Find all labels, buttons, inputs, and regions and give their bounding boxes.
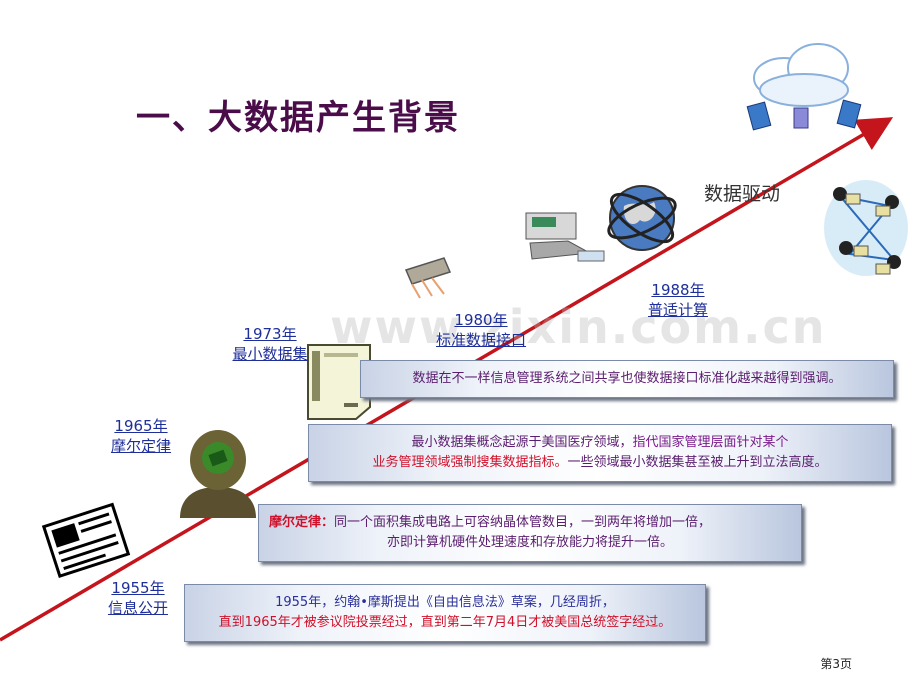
interface-description-box: 数据在不一样信息管理系统之间共享也使数据接口标准化越来越得到强调。 [360,360,894,398]
dataset-text: 业务管理领域强制搜集数据指标。 [372,455,568,470]
globe-network-icon [607,185,677,251]
cloud-computing-icon [746,43,862,131]
connector-icon [404,257,452,299]
moore-text: 同一个面积集成电路上可容纳晶体管数目，一到两年将增加一倍， [334,515,712,530]
page-number: 第3页 [820,657,852,671]
document-icon [307,344,371,420]
card-reader-icon [525,212,605,262]
interface-text: 数据在不一样信息管理系统之间共享也使数据接口标准化越来越得到强调。 [412,371,842,386]
milestone-1965[interactable]: 1965年 摩尔定律 [100,416,182,456]
milestone-label[interactable]: 普适计算 [647,301,708,319]
milestone-1988[interactable]: 1988年 普适计算 [636,280,720,320]
milestone-year[interactable]: 1973年 [243,325,297,343]
foia-text: 1955年，约翰•摩斯提出《自由信息法》草案，几经周折， [275,595,615,610]
milestone-year[interactable]: 1965年 [114,417,168,435]
milestone-label[interactable]: 信息公开 [107,599,168,617]
dataset-text: 一些领域最小数据集甚至被上升到立法高度。 [567,455,828,470]
page-title: 一、大数据产生背景 [136,98,460,138]
newspaper-icon [41,502,131,579]
milestone-year[interactable]: 1955年 [111,579,165,597]
milestone-year[interactable]: 1980年 [454,311,508,329]
foia-description-box: 1955年，约翰•摩斯提出《自由信息法》草案，几经周折， 直到1965年才被参议… [184,584,706,642]
milestone-1973[interactable]: 1973年 最小数据集 [222,324,318,364]
moore-description-box: 摩尔定律：同一个面积集成电路上可容纳晶体管数目，一到两年将增加一倍， 亦即计算机… [258,504,802,562]
milestone-label[interactable]: 摩尔定律 [110,437,171,455]
dataset-text: 指代国家管理层面针对某个 [632,435,789,450]
thinker-head-icon [180,430,256,518]
foia-text: 直到1965年才被参议院投票经过，直到第二年7月4日才被美国总统签字经过。 [218,615,672,630]
milestone-year[interactable]: 1988年 [651,281,705,299]
dataset-text: 最小数据集概念起源于美国医疗领域， [411,435,633,450]
milestone-label[interactable]: 标准数据接口 [435,331,526,349]
data-driven-label: 数据驱动 [704,183,781,205]
moore-text: 亦即计算机硬件处理速度和存放能力将提升一倍。 [386,535,673,550]
moore-law-label: 摩尔定律： [269,515,335,530]
milestone-label[interactable]: 最小数据集 [232,345,308,363]
milestone-1955[interactable]: 1955年 信息公开 [98,578,178,618]
milestone-1980[interactable]: 1980年 标准数据接口 [426,310,536,350]
dataset-description-box: 最小数据集概念起源于美国医疗领域，指代国家管理层面针对某个 业务管理领域强制搜集… [308,424,892,482]
watermark: www.zixin.com.cn [330,300,827,354]
people-network-icon [824,180,908,276]
